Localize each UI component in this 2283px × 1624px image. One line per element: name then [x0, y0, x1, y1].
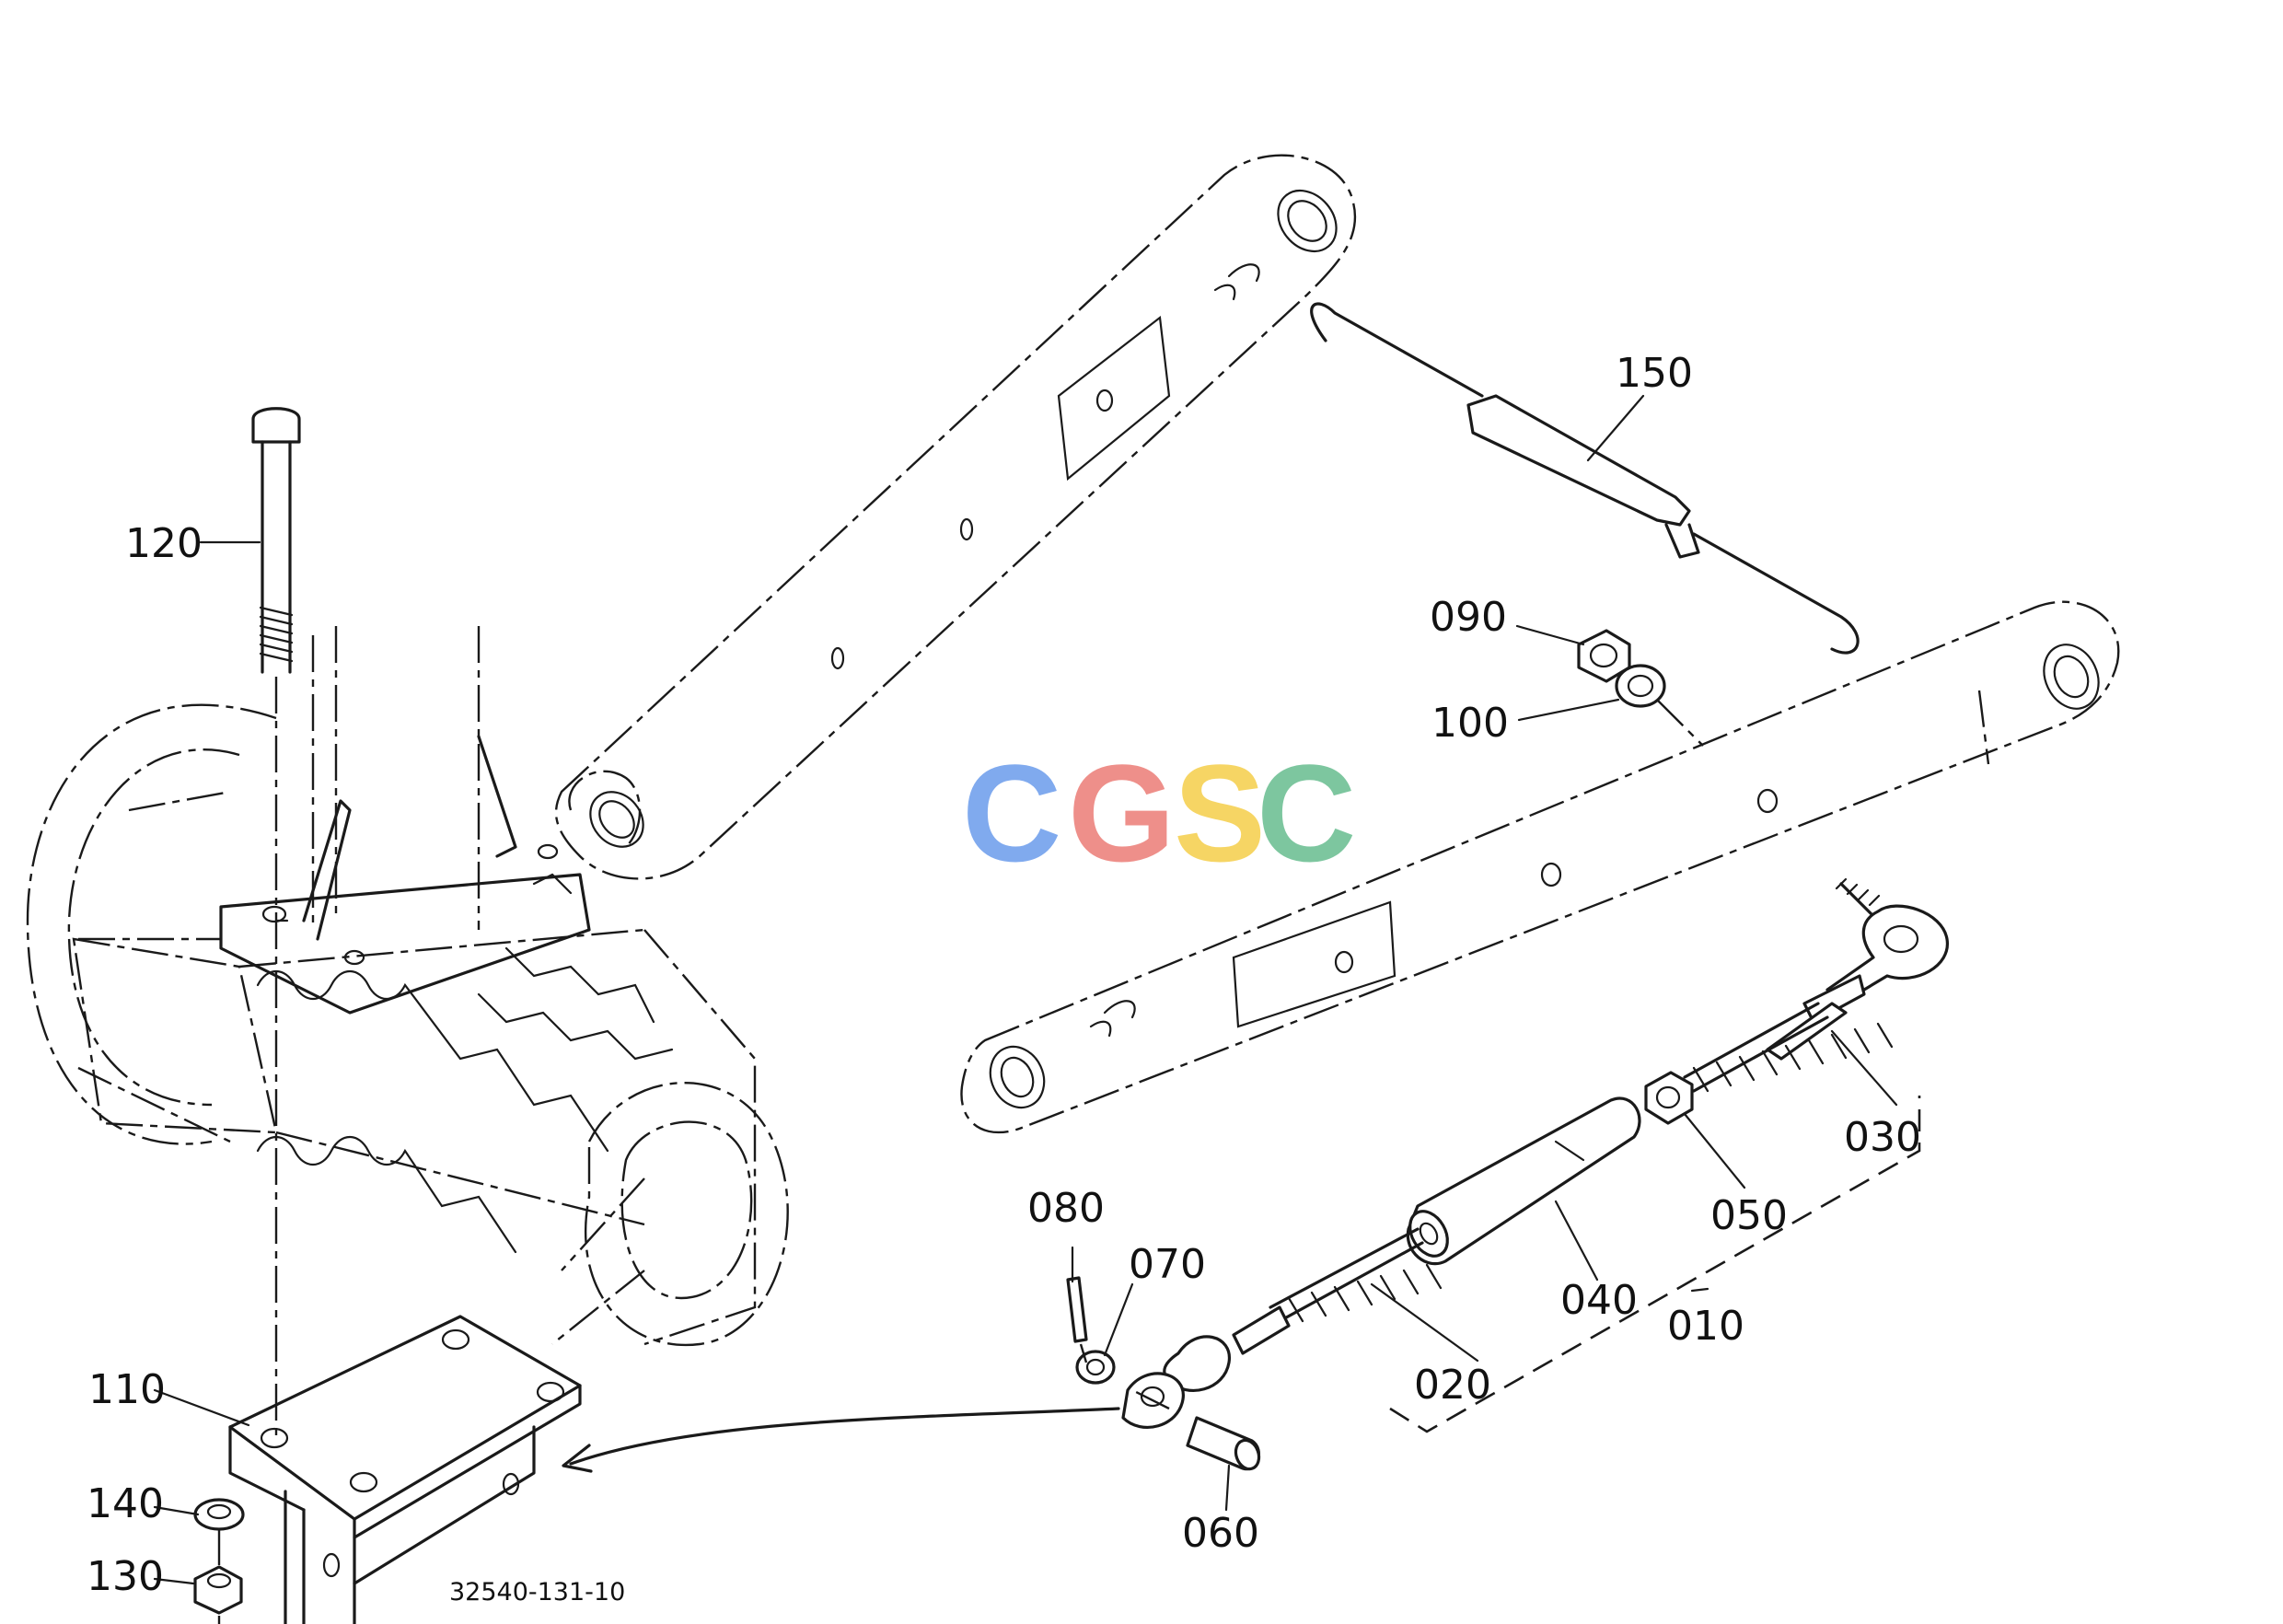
axle-housing — [26, 703, 789, 1347]
callout-labels: 120 110 140 130 090 100 150 080 070 060 … — [87, 350, 1921, 1600]
mounting-post — [219, 626, 591, 1015]
callout-130: 130 — [87, 1553, 164, 1600]
part-060-clevis-pin — [1131, 1388, 1261, 1471]
callout-090: 090 — [1430, 594, 1507, 641]
callout-150: 150 — [1616, 350, 1693, 397]
part-140-washer — [193, 1498, 245, 1531]
part-120-bolt — [251, 407, 301, 1436]
callout-020: 020 — [1414, 1362, 1491, 1409]
callout-120: 120 — [125, 520, 203, 567]
part-150-check-rod — [1310, 302, 1860, 655]
part-040-turnbuckle-body — [1406, 1096, 1641, 1266]
part-050-lock-nut — [1644, 1071, 1694, 1125]
part-080-split-pin — [1066, 1276, 1088, 1363]
callout-010: 010 — [1667, 1303, 1744, 1350]
watermark-letter-2: G — [1068, 736, 1176, 890]
watermark-letter-3: S — [1174, 736, 1266, 890]
callout-050: 050 — [1710, 1192, 1788, 1239]
assembly-010-bracket-line — [1389, 1096, 1921, 1433]
callout-110: 110 — [88, 1366, 166, 1413]
callout-030: 030 — [1844, 1114, 1921, 1161]
callout-080: 080 — [1027, 1185, 1105, 1232]
watermark-letter-4: C — [1257, 736, 1356, 890]
right-lower-link — [960, 600, 2120, 1134]
axis-090-100 — [1656, 699, 1704, 747]
part-090-nut — [1577, 629, 1631, 683]
part-070-washer — [1075, 1350, 1116, 1385]
callout-140: 140 — [87, 1480, 164, 1527]
callout-070: 070 — [1129, 1241, 1206, 1288]
part-130-nut — [193, 1565, 243, 1615]
part-030-threaded-rod — [1683, 1002, 1894, 1093]
callout-040: 040 — [1560, 1277, 1638, 1324]
part-100-washer — [1615, 664, 1666, 708]
watermark-letter-1: C — [962, 736, 1061, 890]
leader-lines — [153, 394, 1898, 1585]
left-lower-link — [554, 154, 1357, 880]
drawing-code: 32540-131-10 — [449, 1578, 625, 1607]
assembly-arrow-line — [569, 1407, 1120, 1466]
part-110-bracket — [228, 1315, 582, 1624]
callout-060: 060 — [1182, 1510, 1259, 1557]
part-030-rod-end — [1766, 877, 1949, 1061]
assembly-arrowhead — [562, 1444, 593, 1473]
cgsc-watermark: C G S C — [962, 736, 1356, 890]
callout-100: 100 — [1431, 700, 1509, 747]
